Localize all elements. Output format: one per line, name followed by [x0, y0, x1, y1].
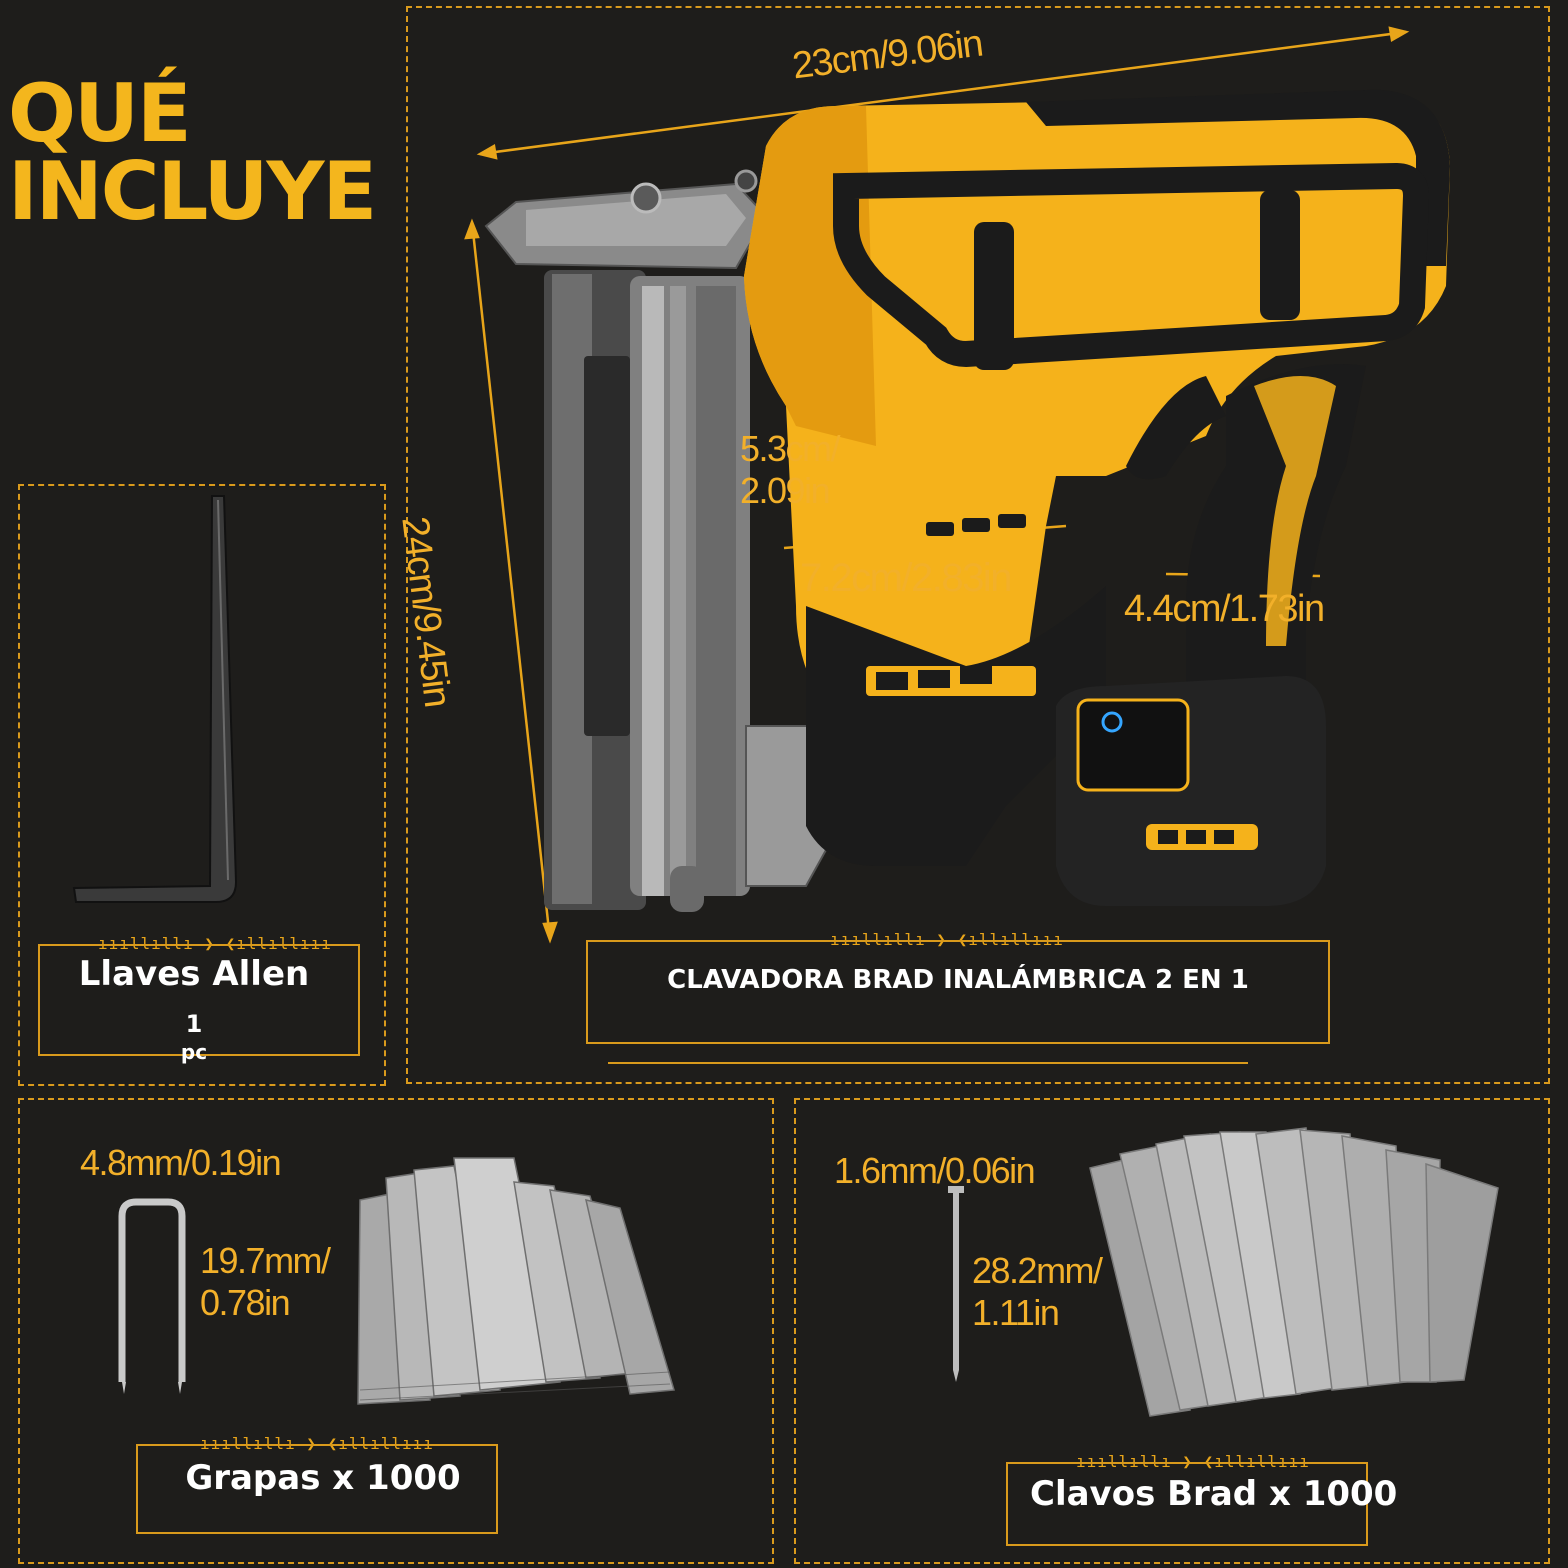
brad-nail-illustration: [948, 1186, 964, 1382]
nailer-label: CLAVADORA BRAD INALÁMBRICA 2 EN 1: [667, 965, 1249, 995]
allen-label-frame: [38, 944, 360, 1056]
staples-label: Grapas x 1000: [185, 1458, 461, 1498]
brads-label-ornament: ıııllıllı ❯ ❮ıllıllııı: [1076, 1452, 1310, 1471]
nailer-label-frame: [586, 940, 1330, 1044]
staple-length-line-1: 19.7mm/: [200, 1240, 331, 1281]
staples-label-ornament: ıııllıllı ❯ ❮ıllıllııı: [200, 1434, 434, 1453]
nailer-depth-label: 5.3cm/ 2.09in: [740, 428, 841, 512]
nailer-depth-line-1: 5.3cm/: [740, 428, 841, 469]
brad-width-label: 1.6mm/0.06in: [834, 1150, 1036, 1191]
brad-length-line-1: 28.2mm/: [972, 1250, 1103, 1291]
allen-unit: pc: [180, 1040, 208, 1064]
nailer-depth-line-2: 2.09in: [740, 470, 831, 511]
brads-label-frame: [1006, 1462, 1368, 1546]
staple-width-label: 4.8mm/0.19in: [80, 1142, 282, 1183]
nailer-panel: [406, 6, 1550, 1084]
brad-length-line-2: 1.11in: [972, 1292, 1060, 1333]
brad-strips-illustration: [1089, 1127, 1499, 1417]
staple-length-label: 19.7mm/ 0.78in: [200, 1240, 331, 1324]
staple-length-line-2: 0.78in: [200, 1282, 291, 1323]
nailer-grip-label: 4.4cm/1.73in: [1124, 588, 1325, 630]
allen-panel: [18, 484, 386, 1086]
allen-label-ornament: ıııllıllı ❯ ❮ıllıllııı: [98, 934, 332, 953]
nailer-illustration: [464, 26, 1450, 944]
nailer-label-ornament: ıııllıllı ❯ ❮ıllıllııı: [830, 930, 1064, 949]
staples-label-frame: [136, 1444, 498, 1534]
title-line-1: QUÉ: [8, 67, 192, 160]
title-line-2: INCLUYE: [8, 145, 377, 238]
nailer-width-label: 7.2cm/2.83in: [800, 556, 1013, 600]
allen-label: Llaves Allen: [78, 954, 310, 994]
brads-label: Clavos Brad x 1000: [1030, 1474, 1398, 1514]
page-title: QUÉ INCLUYE: [8, 67, 377, 238]
staples-panel: [18, 1098, 774, 1564]
staple-illustration: [118, 1198, 186, 1394]
allen-qty: 1: [185, 1010, 203, 1038]
brads-panel: [794, 1098, 1550, 1564]
nailer-label-underline: [608, 1062, 1248, 1064]
staple-strips-illustration: [357, 1157, 675, 1405]
brad-length-label: 28.2mm/ 1.11in: [972, 1250, 1103, 1334]
allen-key-illustration: [72, 495, 238, 903]
